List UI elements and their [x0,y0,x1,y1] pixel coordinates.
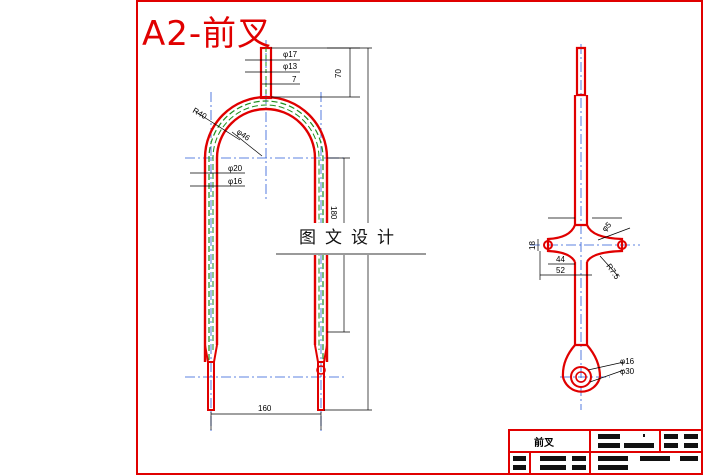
dim-side-44: 44 [556,255,565,264]
dim-side-52: 52 [556,266,565,275]
dim-160: 160 [258,404,272,413]
title-block [508,429,703,475]
dim-180: 180 [329,206,338,220]
dim-phi46: φ46 [235,127,252,143]
sheet-border [136,0,703,475]
side-axle-outer [570,366,592,388]
dim-side-18: 18 [528,241,537,250]
left-dropout [207,361,215,411]
dim-phi20: φ20 [228,164,243,173]
fork-inner-contour [215,107,317,345]
dim-side-phi5: φ5 [600,220,614,234]
side-view: φ5 18 44 52 R7.5 φ16 φ30 [528,44,640,410]
dim-70: 70 [334,69,343,78]
dim-r40: R40 [191,106,209,121]
dim-7: 7 [292,75,297,84]
watermark-stamp: 图文设计 [276,223,426,255]
dim-side-phi30: φ30 [620,367,635,376]
fork-tube-wall [208,100,324,360]
side-left-hole [543,240,553,250]
right-dropout [317,361,325,411]
right-axle-hole [316,365,326,375]
sheet-title: A2-前叉 [142,14,273,54]
dim-phi13: φ13 [283,62,298,71]
side-dropout [561,344,602,393]
side-steerer [575,46,587,97]
side-right-hole [617,240,627,250]
dim-side-r7-5: R7.5 [604,262,621,281]
dim-phi17: φ17 [283,50,298,59]
side-crown [546,224,624,263]
title-block-name: 前叉 [534,436,555,449]
dim-side-phi16: φ16 [620,357,635,366]
dim-phi16: φ16 [228,177,243,186]
title-block-fields [513,434,698,470]
